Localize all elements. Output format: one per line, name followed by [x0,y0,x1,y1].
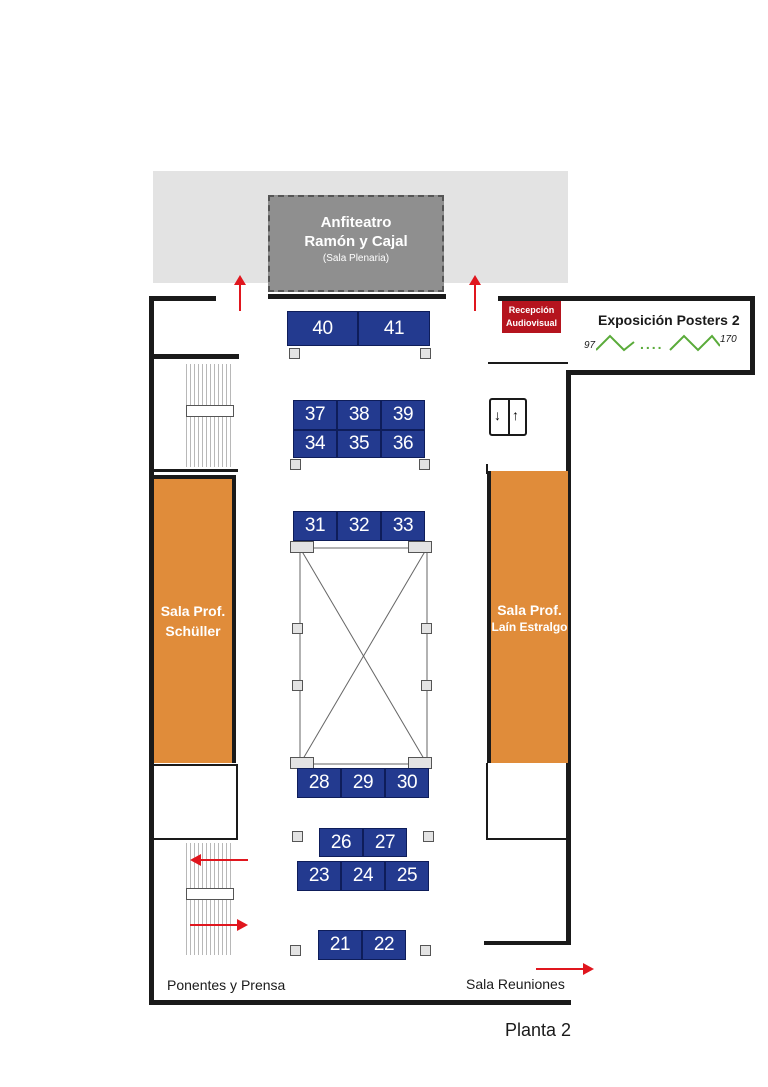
posters-zigzag [596,334,720,352]
posters-start-number: 97 [584,340,596,351]
elevator-up-arrow-icon: ↑ [512,407,519,423]
wall-top-left [149,296,216,301]
pillar [423,831,434,842]
booth-21[interactable]: 21 [318,930,362,960]
atrium-diagonal-b [299,547,428,765]
arrow-left-stairs-icon [190,854,248,866]
booth-41[interactable]: 41 [358,311,430,346]
elevator-divider [508,400,510,434]
posters-zigzag-left [596,334,635,352]
room-lain-estralgo[interactable]: Sala Prof. Laín Estralgo [487,471,568,763]
label-sala-reuniones: Sala Reuniones [466,976,565,992]
arrow-right-meeting-icon [536,963,594,975]
atrium-beam-top-left [290,541,314,553]
pillar [290,459,301,470]
booth-30[interactable]: 30 [385,768,429,798]
arrow-up-left-icon [234,275,246,311]
wall-posters-right [750,296,755,375]
booth-37[interactable]: 37 [293,400,337,430]
pillar [289,348,300,359]
wall-left-lower-box [152,764,238,840]
booth-39[interactable]: 39 [381,400,425,430]
wall-elevator-partition [488,362,568,364]
floor-label: Planta 2 [505,1020,572,1040]
pillar [290,945,301,956]
wall-right-room-top [486,464,488,474]
posters-end-number: 170 [720,334,737,345]
arrow-right-stairs-icon [190,919,248,931]
stair-landing-upper [186,405,234,417]
arrow-right-stairs-head [237,919,248,931]
plenary-hall[interactable]: Anfiteatro Ramón y Cajal (Sala Plenaria) [268,195,444,292]
room-schuller[interactable]: Sala Prof. Schüller [154,475,236,763]
booth-29[interactable]: 29 [341,768,385,798]
reception-audiovisual[interactable]: Recepción Audiovisual [502,301,561,333]
pillar [292,680,303,691]
booth-31[interactable]: 31 [293,511,337,541]
atrium-void [299,547,428,765]
booth-25[interactable]: 25 [385,861,429,891]
wall-posters-bottom [568,370,755,375]
arrow-right-meeting-head [583,963,594,975]
pillar [420,348,431,359]
wall-left-stair-bottom [152,469,238,472]
booth-36[interactable]: 36 [381,430,425,458]
pillar [419,459,430,470]
wall-right-lower-box-side [486,763,488,840]
booth-26[interactable]: 26 [319,828,363,857]
wall-left-stair-top [152,354,239,359]
booth-23[interactable]: 23 [297,861,341,891]
elevator-down-arrow-icon: ↓ [494,407,501,423]
atrium-beam-top-right [408,541,432,553]
wall-right-lower-box [486,838,569,840]
posters-dots: .... [640,336,664,352]
wall-right-bottom-stub [484,941,571,945]
wall-bottom [149,1000,571,1005]
wall-left [149,296,154,1004]
arrow-up-left-head [234,275,246,285]
booth-33[interactable]: 33 [381,511,425,541]
reception-line2: Audiovisual [505,318,557,328]
pillar [421,680,432,691]
plenary-title-line2: Ramón y Cajal [304,233,408,250]
room-lain-line1: Sala Prof. [497,602,562,618]
pillar [292,623,303,634]
wall-right-outer [566,370,571,945]
room-lain-line2: Laín Estralgo [491,620,568,634]
elevator-icon: ↓ ↑ [489,398,527,436]
booth-40[interactable]: 40 [287,311,358,346]
reception-line1: Recepción [508,305,555,315]
booth-34[interactable]: 34 [293,430,337,458]
label-ponentes-prensa: Ponentes y Prensa [167,977,286,993]
posters-title: Exposición Posters 2 [598,312,740,328]
booth-24[interactable]: 24 [341,861,385,891]
pillar [292,831,303,842]
wall-top-right [498,296,755,301]
booth-35[interactable]: 35 [337,430,381,458]
room-schuller-line1: Sala Prof. [160,603,226,619]
booth-38[interactable]: 38 [337,400,381,430]
wall-top-center [268,294,446,299]
arrow-up-right-icon [469,275,481,311]
room-schuller-line2: Schüller [165,623,221,639]
booth-22[interactable]: 22 [362,930,406,960]
posters-zigzag-right [669,334,720,352]
pillar [421,623,432,634]
arrow-left-stairs-head [190,854,201,866]
booth-28[interactable]: 28 [297,768,341,798]
arrow-up-right-head [469,275,481,285]
stair-landing-lower [186,888,234,900]
plenary-subtitle: (Sala Plenaria) [322,253,390,264]
booth-27[interactable]: 27 [363,828,407,857]
booth-32[interactable]: 32 [337,511,381,541]
pillar [420,945,431,956]
atrium-outline [299,547,428,765]
plenary-title-line1: Anfiteatro [320,214,392,231]
